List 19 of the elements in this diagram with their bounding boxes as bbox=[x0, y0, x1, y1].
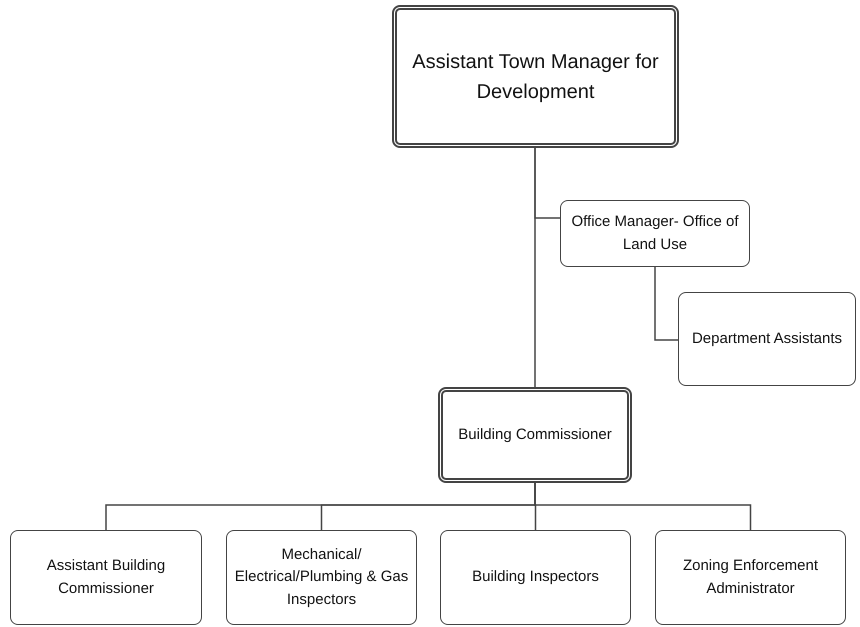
position-box bbox=[226, 530, 417, 625]
position-title: Mechanical/ Electrical/Plumbing & Gas Inspectors bbox=[234, 544, 410, 610]
position-title: Office Manager- Office of Land Use bbox=[570, 212, 740, 254]
position-title: Building Commissioner bbox=[458, 424, 612, 445]
connector-line bbox=[534, 483, 752, 530]
position-box bbox=[10, 530, 202, 625]
position-title: Assistant Town Manager for Development bbox=[411, 50, 660, 104]
position-box bbox=[438, 387, 632, 483]
position-box bbox=[655, 530, 846, 625]
position-box bbox=[678, 292, 856, 386]
position-title: Zoning Enforcement Administrator bbox=[682, 556, 820, 598]
position-title: Building Inspectors bbox=[472, 567, 599, 588]
connector-line bbox=[534, 148, 560, 219]
position-box bbox=[560, 200, 750, 267]
position-box bbox=[440, 530, 631, 625]
position-title: Department Assistants bbox=[692, 328, 842, 349]
connector-line bbox=[654, 267, 678, 341]
position-box bbox=[392, 5, 679, 148]
position-title: Assistant Building Commissioner bbox=[46, 556, 166, 598]
